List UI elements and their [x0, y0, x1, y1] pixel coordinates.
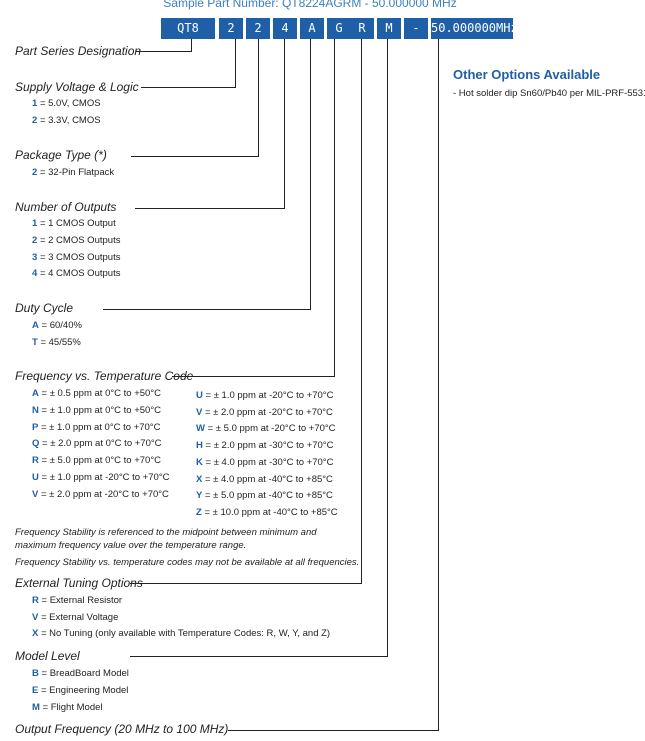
connector-temp-h	[172, 376, 335, 377]
connector-frequency-v	[438, 39, 439, 731]
option-tuning-v: V = External Voltage	[32, 612, 119, 623]
code-box-outputs: 4	[273, 18, 297, 39]
code-box-package: 2	[246, 18, 270, 39]
code-box-series: QT8	[161, 18, 215, 39]
connector-package-v	[258, 39, 259, 157]
option-temp-left: P = ± 1.0 ppm at 0°C to +70°C	[32, 422, 161, 433]
connector-duty-v	[310, 39, 311, 310]
connector-outputs-h	[135, 208, 285, 209]
option-temp-left: N = ± 1.0 ppm at 0°C to +50°C	[32, 405, 162, 416]
option-outputs-3: 3 = 3 CMOS Outputs	[32, 252, 121, 263]
code-box-temp: G	[327, 18, 351, 39]
option-temp-left: U = ± 1.0 ppm at -20°C to +70°C	[32, 472, 170, 483]
option-temp-right: X = ± 4.0 ppm at -40°C to +85°C	[196, 474, 333, 485]
section-header-package: Package Type (*)	[15, 148, 107, 162]
option-temp-left: Q = ± 2.0 ppm at 0°C to +70°C	[32, 438, 162, 449]
connector-duty-h	[103, 309, 311, 310]
section-header-duty: Duty Cycle	[15, 301, 74, 315]
option-tuning-x: X = No Tuning (only available with Tempe…	[32, 628, 331, 639]
option-model-e: E = Engineering Model	[32, 685, 129, 696]
sample-part-number-title: Sample Part Number: QT8224AGRM - 50.0000…	[163, 0, 457, 10]
code-box-dash: -	[404, 18, 428, 39]
code-box-duty: A	[300, 18, 324, 39]
section-header-tuning: External Tuning Options	[15, 576, 143, 590]
connector-frequency-h	[228, 730, 439, 731]
section-header-series: Part Series Designation	[15, 44, 142, 58]
option-supply-2: 2 = 3.3V, CMOS	[32, 115, 101, 126]
option-temp-right: H = ± 2.0 ppm at -30°C to +70°C	[196, 440, 334, 451]
section-header-temp: Frequency vs. Temperature Code	[15, 369, 194, 383]
section-header-outputs: Number of Outputs	[15, 200, 117, 214]
connector-tuning-v	[361, 39, 362, 584]
note-stability-availability: Frequency Stability vs. temperature code…	[15, 557, 360, 568]
code-box-frequency: 50.000000MHz	[431, 18, 518, 39]
connector-supply-h	[141, 87, 236, 88]
option-temp-right: Z = ± 10.0 ppm at -40°C to +85°C	[196, 507, 338, 518]
option-duty-t: T = 45/55%	[32, 337, 81, 348]
other-options-title: Other Options Available	[453, 67, 601, 82]
code-box-tuning: R	[350, 18, 374, 39]
option-temp-left: A = ± 0.5 ppm at 0°C to +50°C	[32, 388, 162, 399]
option-temp-right: U = ± 1.0 ppm at -20°C to +70°C	[196, 390, 334, 401]
section-header-supply: Supply Voltage & Logic	[15, 80, 139, 94]
connector-supply-v	[235, 39, 236, 88]
option-temp-right: V = ± 2.0 ppm at -20°C to +70°C	[196, 407, 333, 418]
note-stability-reference: Frequency Stability is referenced to the…	[15, 527, 317, 551]
connector-temp-v	[334, 39, 335, 377]
option-outputs-1: 1 = 1 CMOS Output	[32, 218, 116, 229]
connector-model-v	[387, 39, 388, 657]
connector-tuning-h	[130, 583, 362, 584]
option-supply-1: 1 = 5.0V, CMOS	[32, 98, 101, 109]
option-temp-right: Y = ± 5.0 ppm at -40°C to +85°C	[196, 490, 333, 501]
option-model-m: M = Flight Model	[32, 702, 103, 713]
option-outputs-4: 4 = 4 CMOS Outputs	[32, 268, 121, 279]
section-header-frequency: Output Frequency (20 MHz to 100 MHz)	[15, 722, 229, 736]
connector-outputs-v	[284, 39, 285, 209]
connector-model-h	[130, 656, 388, 657]
connector-package-h	[131, 156, 259, 157]
option-tuning-r: R = External Resistor	[32, 595, 123, 606]
option-outputs-2: 2 = 2 CMOS Outputs	[32, 235, 121, 246]
option-model-b: B = BreadBoard Model	[32, 668, 129, 679]
option-temp-right: W = ± 5.0 ppm at -20°C to +70°C	[196, 423, 336, 434]
option-temp-left: R = ± 5.0 ppm at 0°C to +70°C	[32, 455, 162, 466]
option-package-2: 2 = 32-Pin Flatpack	[32, 167, 115, 178]
connector-series-h	[136, 51, 192, 52]
code-box-model: M	[377, 18, 401, 39]
option-temp-left: V = ± 2.0 ppm at -20°C to +70°C	[32, 489, 169, 500]
section-header-model: Model Level	[15, 649, 80, 663]
other-options-item: - Hot solder dip Sn60/Pb40 per MIL-PRF-5…	[453, 88, 645, 99]
option-temp-right: K = ± 4.0 ppm at -30°C to +70°C	[196, 457, 334, 468]
option-duty-a: A = 60/40%	[32, 320, 82, 331]
connector-series-v	[191, 39, 192, 52]
code-box-supply: 2	[219, 18, 243, 39]
